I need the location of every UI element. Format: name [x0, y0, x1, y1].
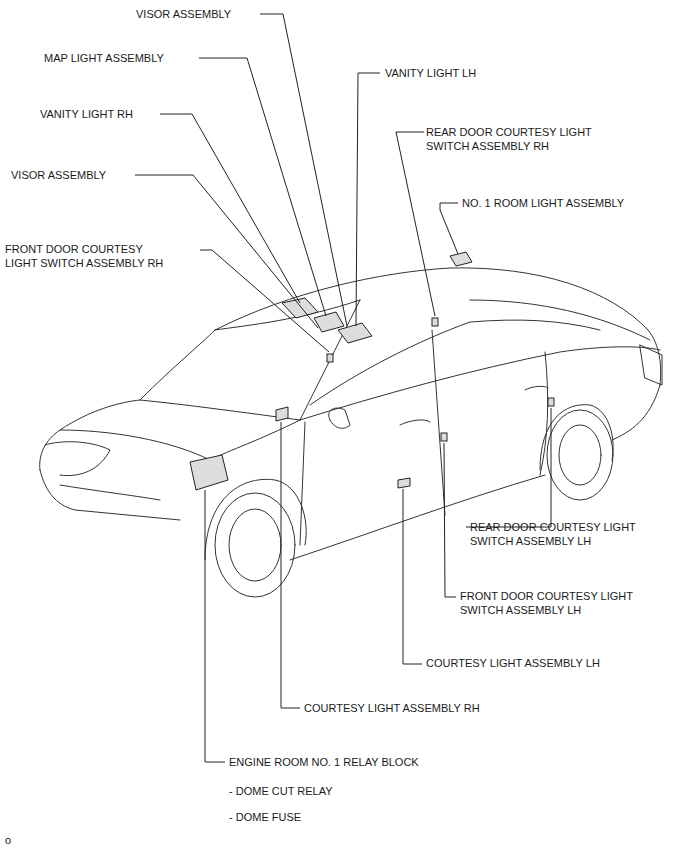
- part-label: VANITY LIGHT LH: [385, 66, 476, 80]
- part-label: o: [5, 833, 11, 847]
- part-label: REAR DOOR COURTESY LIGHT SWITCH ASSEMBLY…: [426, 125, 626, 153]
- part-label: ENGINE ROOM NO. 1 RELAY BLOCK: [229, 755, 419, 769]
- part-label: FRONT DOOR COURTESY LIGHT SWITCH ASSEMBL…: [5, 242, 170, 270]
- part-label: VISOR ASSEMBLY: [11, 168, 106, 182]
- part-label: MAP LIGHT ASSEMBLY: [44, 51, 164, 65]
- part-label: FRONT DOOR COURTESY LIGHT SWITCH ASSEMBL…: [460, 589, 672, 617]
- part-label: NO. 1 ROOM LIGHT ASSEMBLY: [462, 196, 624, 210]
- part-label: VISOR ASSEMBLY: [136, 7, 231, 21]
- part-label: VANITY LIGHT RH: [40, 107, 133, 121]
- part-label: REAR DOOR COURTESY LIGHT SWITCH ASSEMBLY…: [470, 520, 670, 548]
- part-label: COURTESY LIGHT ASSEMBLY LH: [426, 656, 600, 670]
- part-label: - DOME FUSE: [229, 810, 301, 824]
- part-label: COURTESY LIGHT ASSEMBLY RH: [304, 701, 480, 715]
- part-label: - DOME CUT RELAY: [229, 784, 333, 798]
